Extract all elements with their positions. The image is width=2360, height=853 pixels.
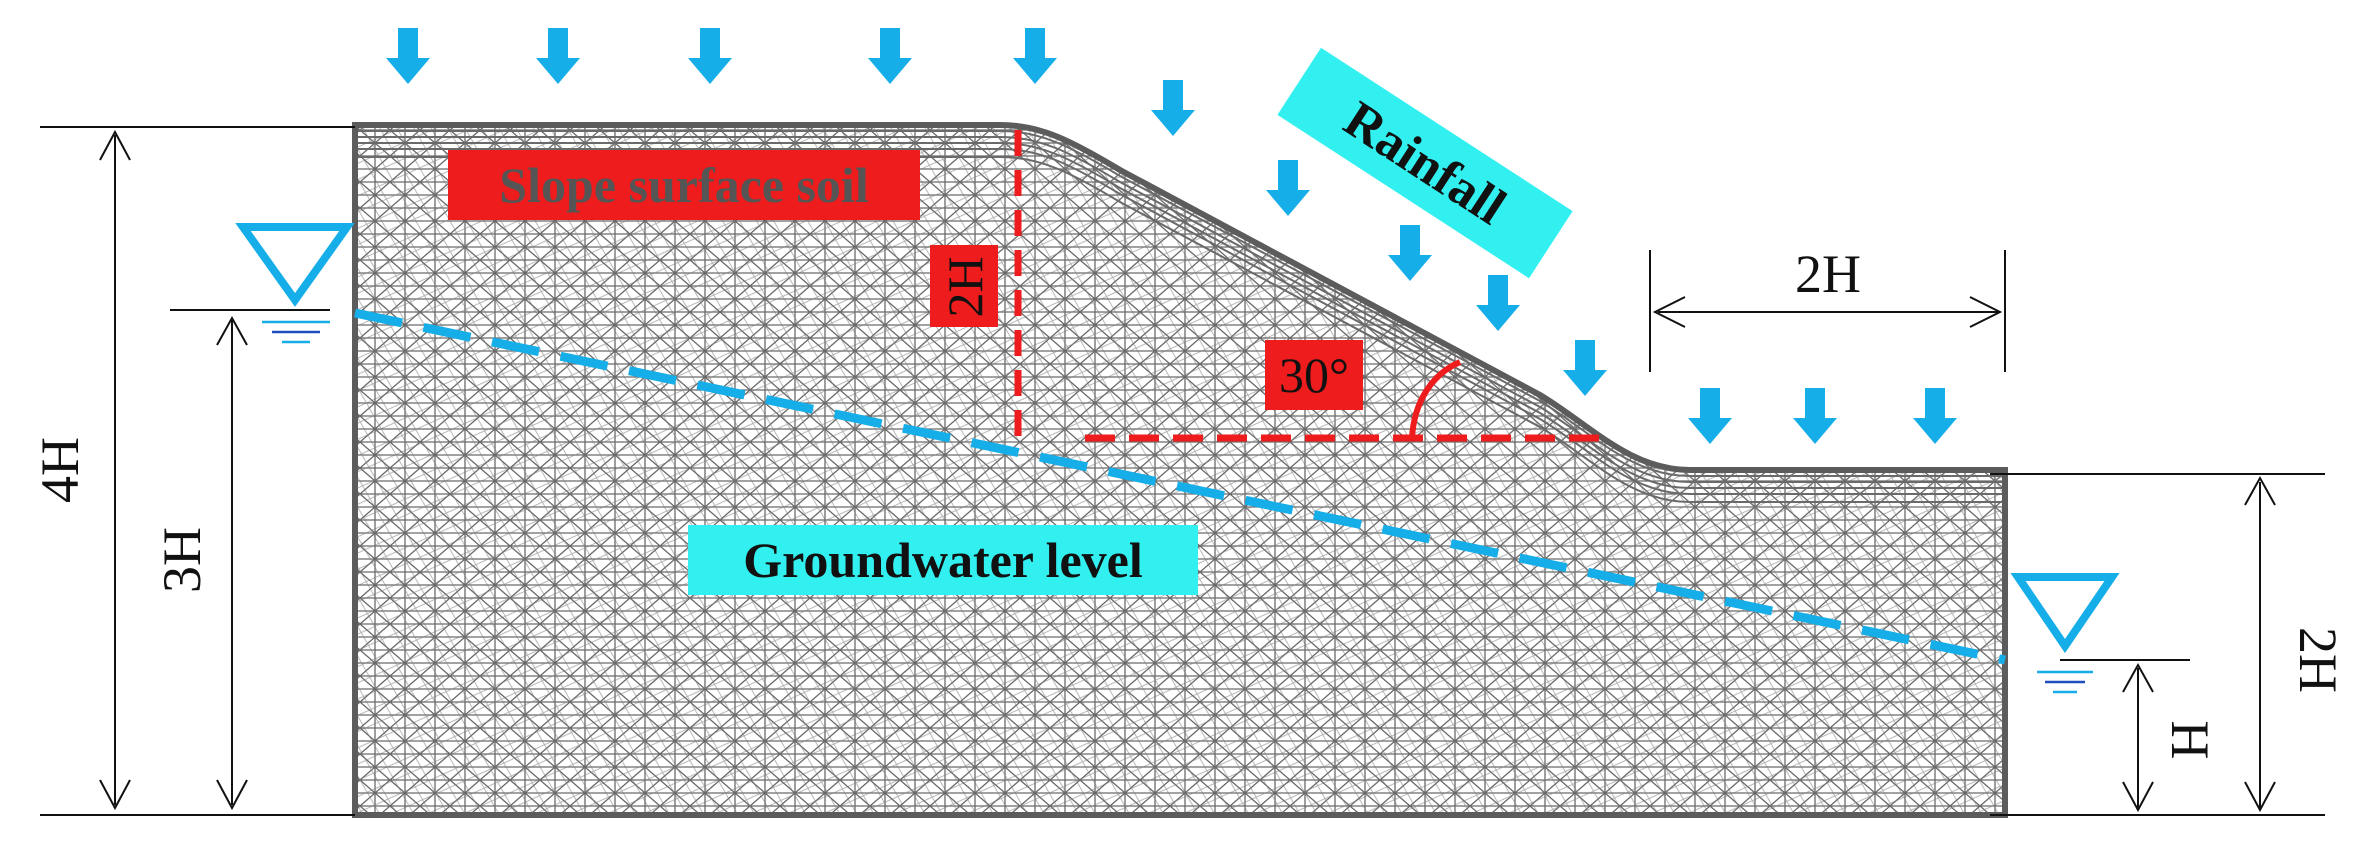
rain-arrows	[386, 28, 1957, 444]
slope-surface-soil-tag: Slope surface soil	[448, 150, 920, 220]
down-arrow-icon	[1563, 340, 1607, 396]
down-arrow-icon	[1793, 388, 1837, 444]
groundwater-level-tag: Groundwater level	[688, 525, 1198, 595]
down-arrow-icon	[1688, 388, 1732, 444]
slope-height-label: 2H	[937, 256, 993, 317]
dim-3h-label: 3H	[152, 527, 212, 593]
water-table-icon	[235, 223, 355, 344]
down-arrow-icon	[1476, 275, 1520, 331]
soil-mesh	[352, 122, 2008, 818]
down-arrow-icon	[1151, 80, 1195, 136]
down-arrow-icon	[536, 28, 580, 84]
down-arrow-icon	[1266, 160, 1310, 216]
dim-h-label: H	[2160, 721, 2220, 760]
dim-4h-label: 4H	[30, 437, 90, 503]
groundwater-level-label: Groundwater level	[743, 532, 1143, 588]
slope-surface-soil-label: Slope surface soil	[499, 157, 869, 213]
slope-geometry	[1014, 130, 1600, 442]
dim-crest-2h-label: 2H	[1795, 244, 1861, 304]
angle-label: 30°	[1279, 347, 1349, 403]
water-table-icon	[2010, 573, 2120, 694]
dimension-lines	[40, 126, 2325, 816]
down-arrow-icon	[688, 28, 732, 84]
dimension-labels: 4H 3H 2H 2H H	[30, 244, 2348, 760]
groundwater-line	[354, 308, 2006, 665]
down-arrow-icon	[1913, 388, 1957, 444]
rainfall-tag: Rainfall	[1277, 47, 1573, 279]
angle-tag: 30°	[1265, 340, 1363, 410]
down-arrow-icon	[1013, 28, 1057, 84]
down-arrow-icon	[1388, 225, 1432, 281]
dim-right-2h-label: 2H	[2288, 627, 2348, 693]
slope-height-tag: 2H	[930, 245, 998, 327]
down-arrow-icon	[868, 28, 912, 84]
angle-arc	[1409, 359, 1462, 439]
down-arrow-icon	[386, 28, 430, 84]
